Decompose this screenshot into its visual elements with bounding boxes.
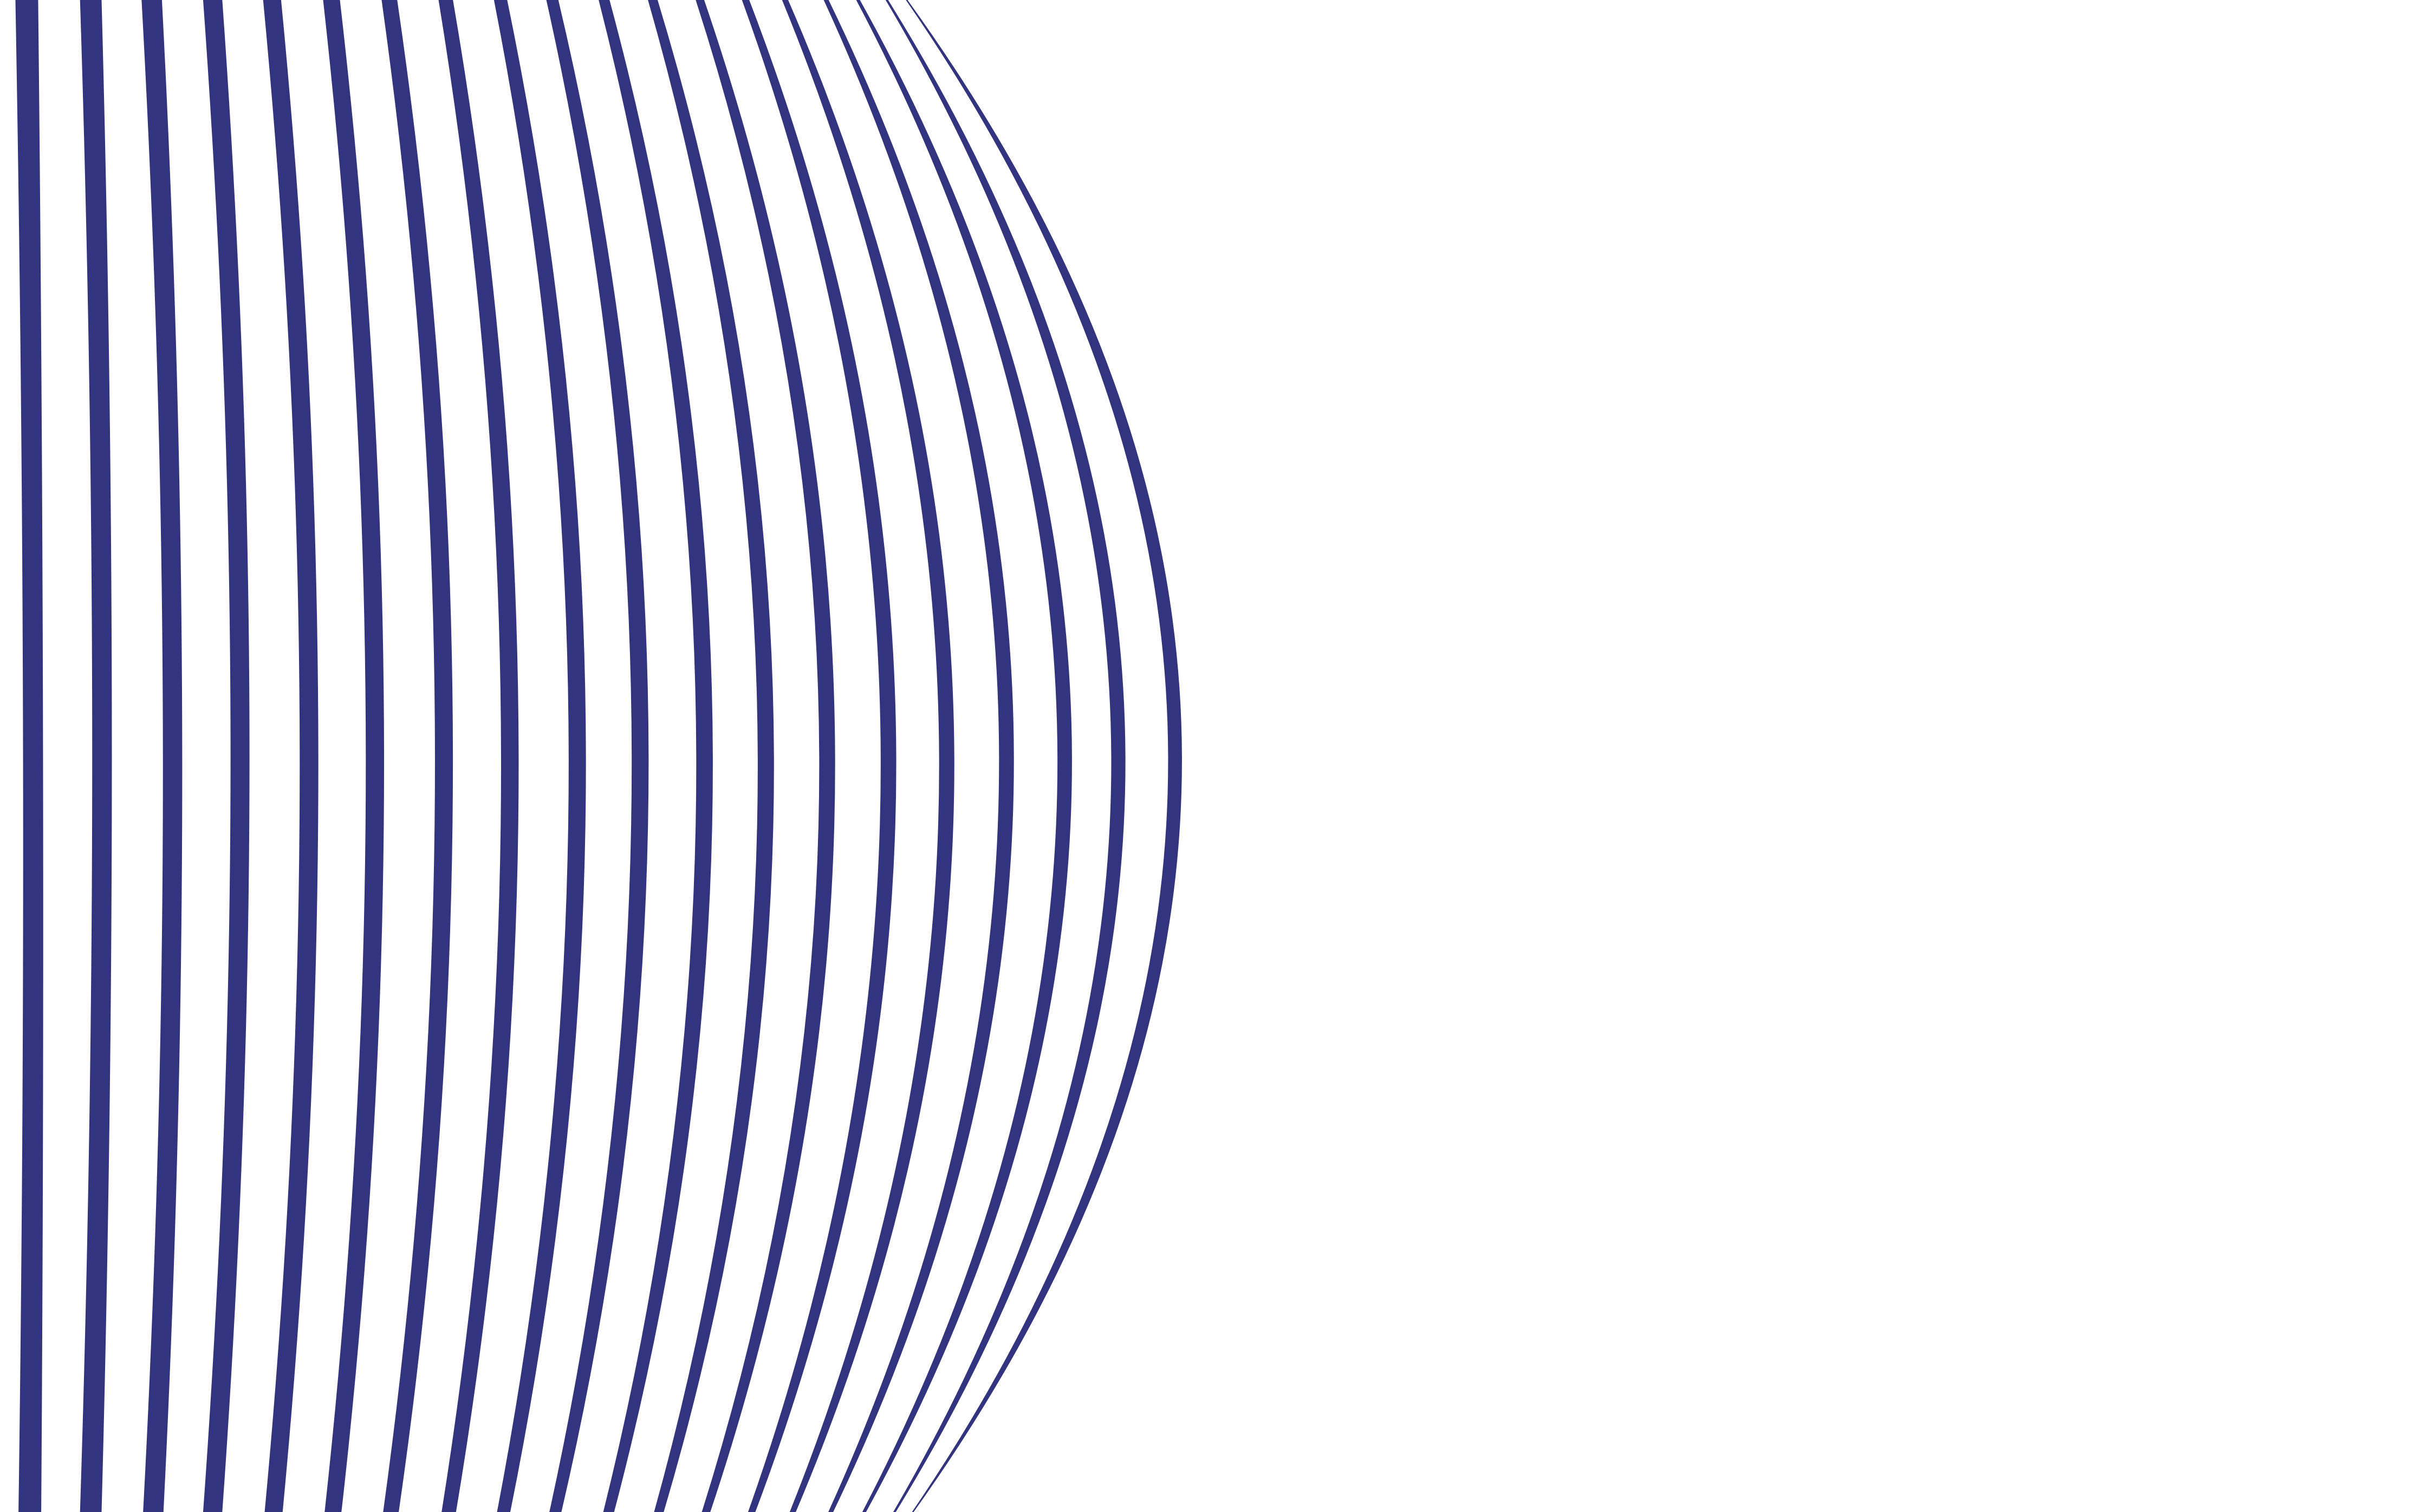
stripe: [263, 0, 319, 1512]
stripe: [546, 0, 649, 1512]
stripe: [823, 0, 1014, 1512]
stripe: [885, 0, 1126, 1512]
stripe: [203, 0, 250, 1512]
stripe: [80, 0, 112, 1512]
stripe: [599, 0, 713, 1512]
stripe: [906, 0, 1182, 1512]
stripe: [323, 0, 385, 1512]
stripe: [648, 0, 774, 1512]
stripe: [438, 0, 519, 1512]
stripe: [856, 0, 1072, 1512]
stripe: [742, 0, 897, 1512]
stripe: [141, 0, 183, 1512]
stripe: [15, 0, 43, 1512]
stripe: [696, 0, 835, 1512]
stripe-group: [15, 0, 1182, 1512]
stripe: [493, 0, 586, 1512]
stripe: [782, 0, 954, 1512]
stripe: [381, 0, 453, 1512]
